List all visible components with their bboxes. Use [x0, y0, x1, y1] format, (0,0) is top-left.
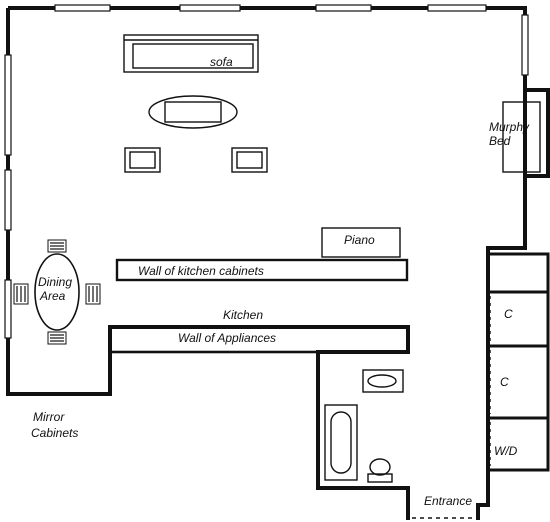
label-washer-dryer: W/D — [494, 444, 518, 458]
label-dining-area-1: Dining — [38, 275, 73, 289]
top-windows — [54, 4, 487, 12]
sink-basin — [367, 374, 397, 388]
exterior-walls — [6, 6, 550, 520]
toilet-tank — [367, 473, 393, 483]
sofa-seat — [132, 43, 254, 69]
service-strip-wall — [488, 252, 550, 472]
label-entrance: Entrance — [424, 494, 473, 508]
label-mirror-cabinets-2: Cabinets — [31, 426, 79, 440]
kitchen-cabinets — [115, 258, 409, 282]
armchair-left — [124, 147, 161, 173]
label-wall-of-kitchen-cabinets: Wall of kitchen cabinets — [138, 264, 264, 278]
armchair-right-seat — [236, 151, 263, 169]
coffee-table — [148, 95, 238, 129]
bathroom-fixtures — [324, 369, 404, 483]
service-closets — [488, 252, 550, 472]
window — [4, 169, 12, 231]
label-wall-of-appliances: Wall of Appliances — [178, 331, 277, 345]
armchair-left-seat — [129, 151, 156, 169]
toilet-bowl — [369, 458, 391, 476]
window — [54, 4, 111, 12]
bathtub-basin — [330, 411, 352, 474]
label-kitchen: Kitchen — [223, 308, 264, 322]
sofa-frame — [123, 34, 259, 73]
dining-table — [34, 253, 80, 331]
bathtub — [324, 404, 358, 481]
outer-wall — [6, 6, 527, 520]
sink-counter — [362, 369, 404, 393]
left-windows — [4, 54, 12, 339]
appliances-counter — [108, 325, 410, 354]
chair-slats — [16, 242, 98, 342]
window — [179, 4, 241, 12]
dining-set — [13, 239, 101, 345]
piano — [321, 227, 401, 258]
label-closet-2: C — [500, 375, 509, 389]
window — [521, 14, 529, 76]
window — [427, 4, 487, 12]
window — [4, 54, 12, 156]
label-mirror-cabinets-1: Mirror — [33, 410, 65, 424]
window — [4, 279, 12, 339]
armchairs — [124, 147, 268, 173]
murphy-wall-jamb — [525, 88, 550, 178]
window — [315, 4, 372, 12]
label-sofa: sofa — [210, 55, 233, 69]
label-murphy-bed-2: Bed — [489, 134, 511, 148]
label-closet-1: C — [504, 307, 513, 321]
coffee-table-inner — [164, 101, 222, 123]
label-piano: Piano — [344, 233, 375, 247]
label-murphy-bed-1: Murphy — [489, 120, 530, 134]
murphy-bed — [502, 101, 541, 173]
sofa — [123, 34, 259, 73]
armchair-right — [231, 147, 268, 173]
label-dining-area-2: Area — [40, 289, 66, 303]
coffee-table-outer — [148, 95, 238, 129]
